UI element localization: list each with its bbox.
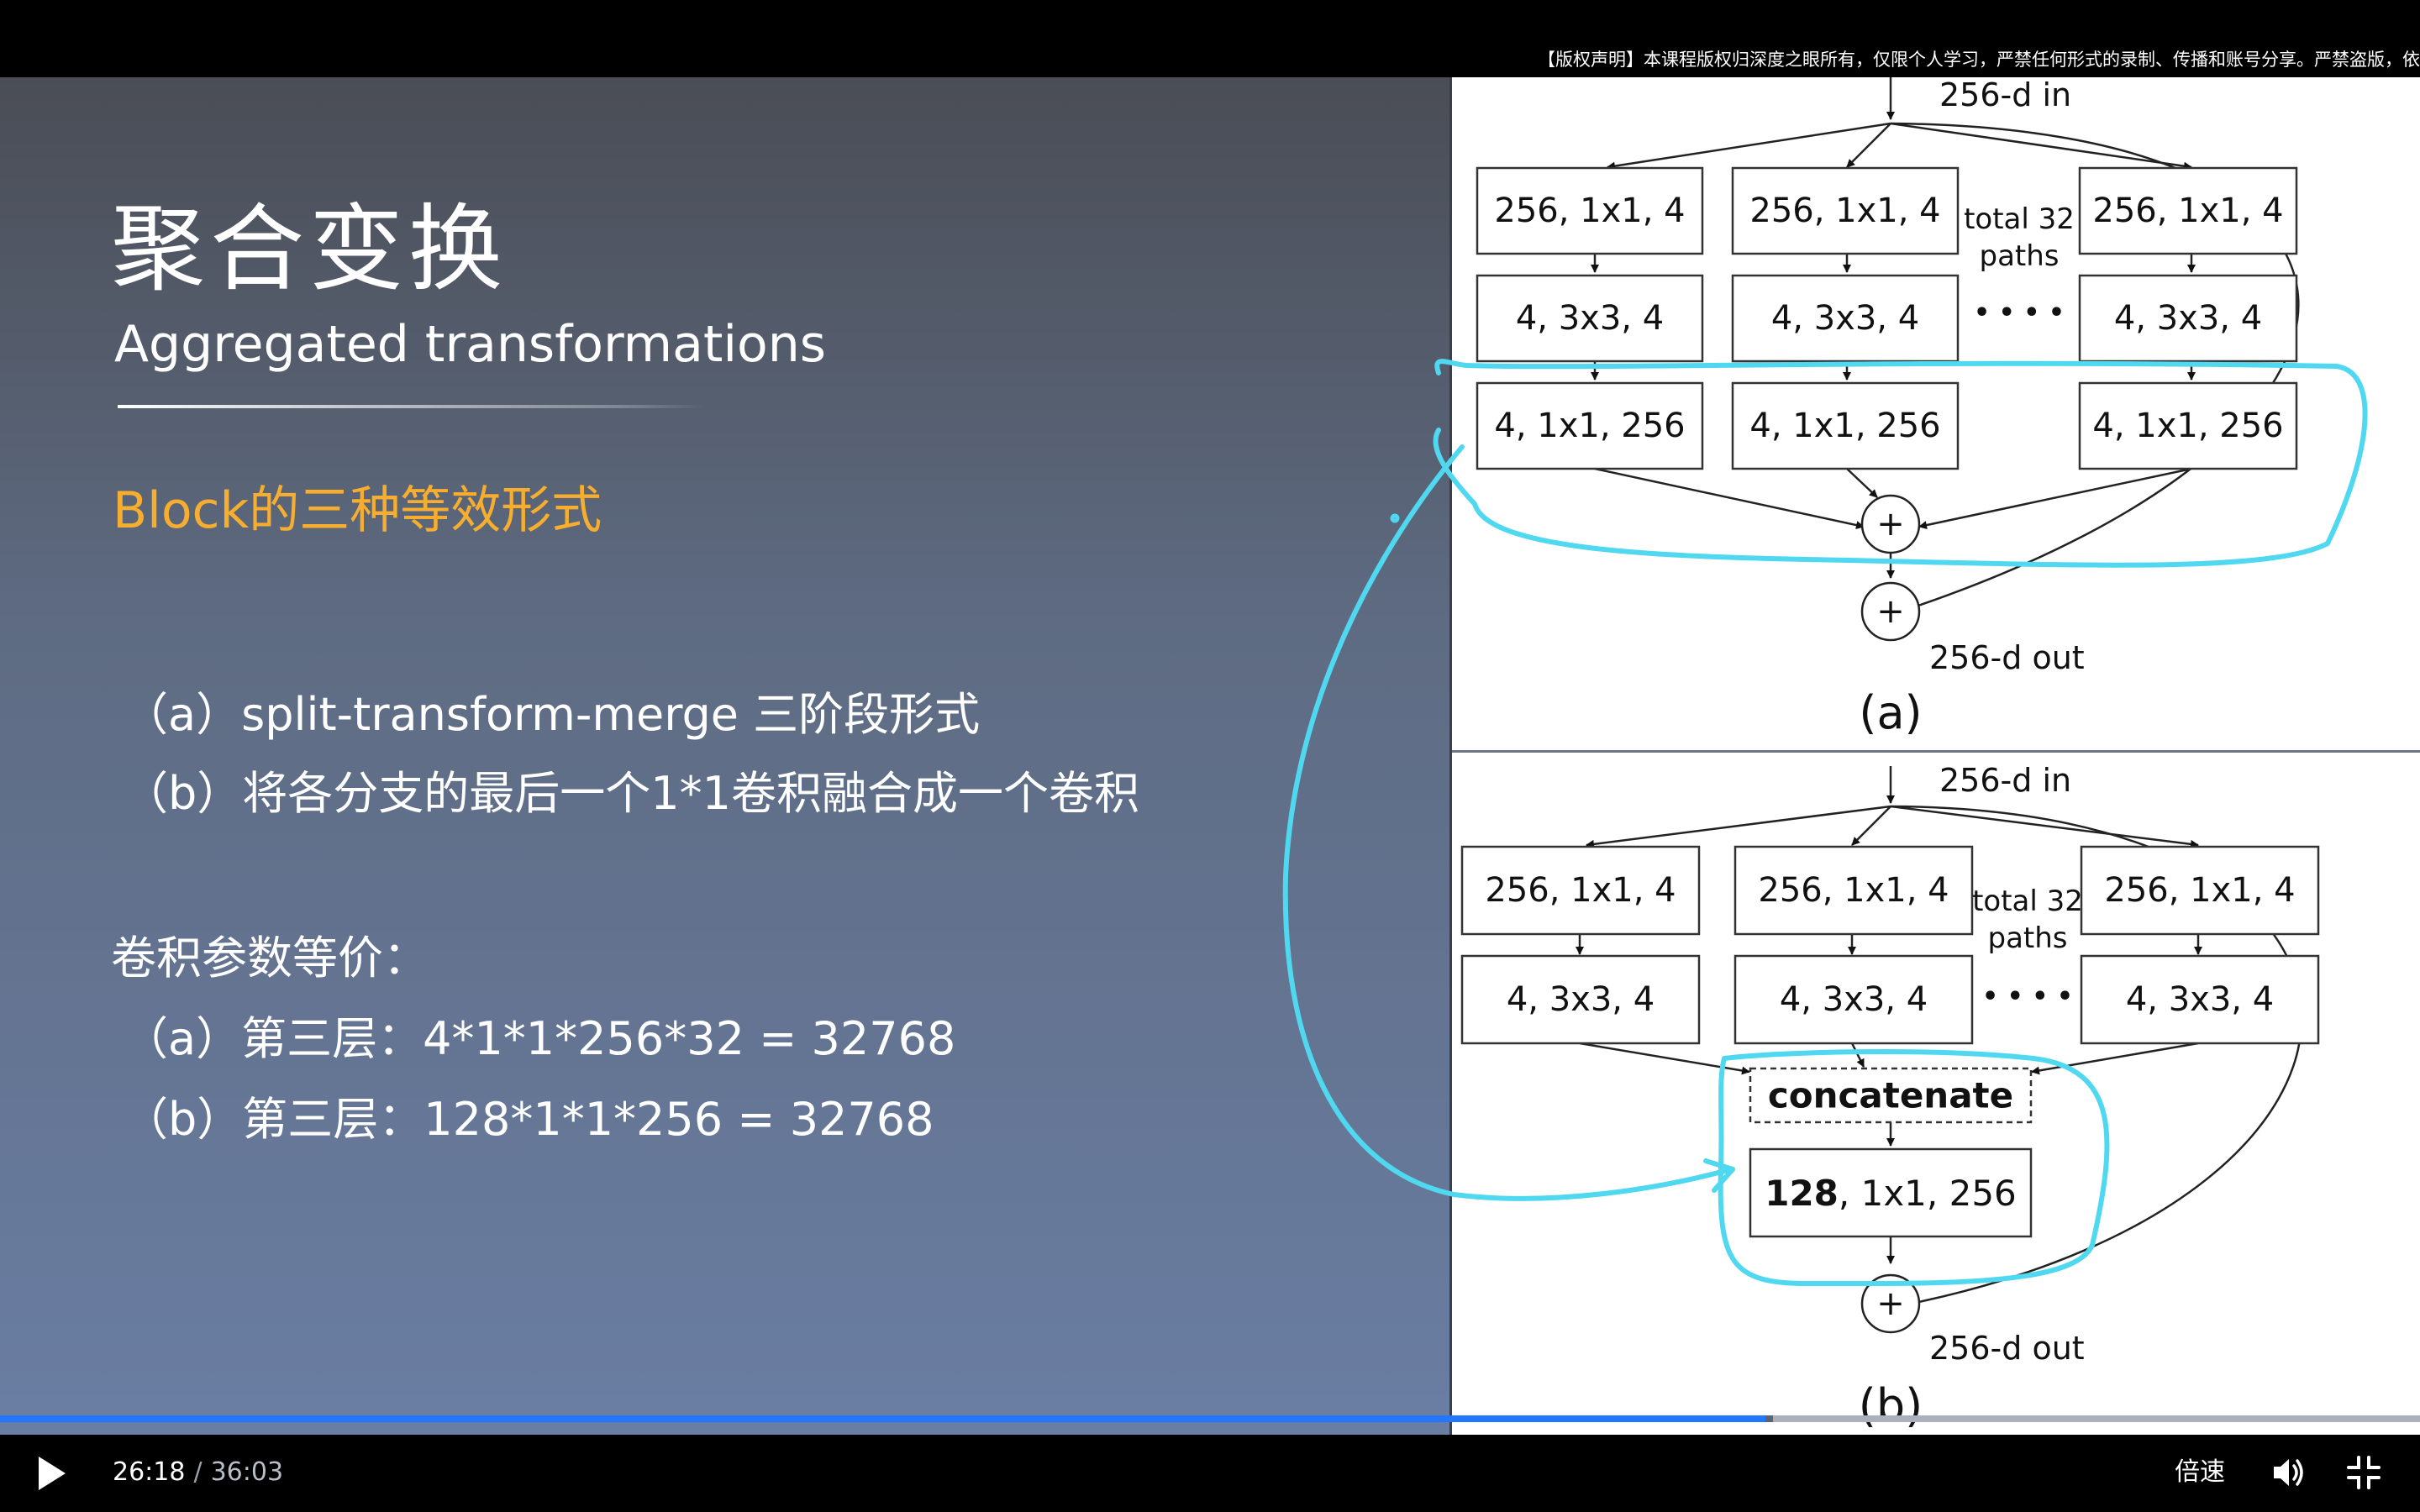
param-a: （a）第三层：4*1*1*256*32 = 32768 xyxy=(123,1012,956,1065)
svg-text:128, 1x1, 256: 128, 1x1, 256 xyxy=(1765,1173,2017,1214)
a-sum-node-1: + xyxy=(1860,494,1921,554)
svg-text:4, 3x3, 4: 4, 3x3, 4 xyxy=(1507,980,1655,1019)
player-controls: 26:18/36:03 倍速 xyxy=(0,1435,2420,1512)
a-dots: • • • • xyxy=(1974,298,2065,328)
svg-text:concatenate: concatenate xyxy=(1768,1075,2013,1116)
svg-text:4, 3x3, 4: 4, 3x3, 4 xyxy=(2114,299,2262,338)
b-box-l1-right: 256, 1x1, 4 xyxy=(2080,845,2320,936)
svg-text:4, 3x3, 4: 4, 3x3, 4 xyxy=(1771,299,1919,338)
svg-text:4, 3x3, 4: 4, 3x3, 4 xyxy=(1516,299,1664,338)
svg-text:+: + xyxy=(1876,592,1905,631)
title-divider xyxy=(118,405,706,408)
play-icon[interactable] xyxy=(35,1455,69,1492)
svg-text:4, 3x3, 4: 4, 3x3, 4 xyxy=(2126,980,2274,1019)
video-frame[interactable]: 聚合变换 Aggregated transformations Block的三种… xyxy=(0,77,2420,1435)
a-sum-node-2: + xyxy=(1860,581,1921,642)
a-box-l3-mid: 4, 1x1, 256 xyxy=(1731,381,1960,470)
svg-text:+: + xyxy=(1876,1284,1905,1323)
slide-subtitle: Block的三种等效形式 xyxy=(113,481,602,540)
b-caption: (b) xyxy=(1859,1379,1923,1432)
b-dots: • • • • xyxy=(1982,982,2073,1011)
svg-text:4, 1x1, 256: 4, 1x1, 256 xyxy=(1749,407,1940,445)
a-box-l3-right: 4, 1x1, 256 xyxy=(2078,381,2298,470)
a-box-l1-right: 256, 1x1, 4 xyxy=(2078,166,2298,255)
speed-button[interactable]: 倍速 xyxy=(2175,1457,2225,1487)
resnext-figure: 256-d in 256, 1x1, 4 256, 1x1, 4 256, 1x… xyxy=(1449,77,2420,1435)
b-box-l2-mid: 4, 3x3, 4 xyxy=(1733,954,1974,1045)
b-box-l2-right: 4, 3x3, 4 xyxy=(2080,954,2320,1045)
a-out-label: 256-d out xyxy=(1929,639,2085,676)
slide-title-cn: 聚合变换 xyxy=(111,195,508,304)
b-concat-box: concatenate xyxy=(1749,1067,2033,1124)
top-bar: 【版权声明】本课程版权归深度之眼所有，仅限个人学习，严禁任何形式的录制、传播和账… xyxy=(0,0,2420,77)
b-sum-node: + xyxy=(1860,1273,1921,1334)
a-box-l1-mid: 256, 1x1, 4 xyxy=(1731,166,1960,255)
figure-separator xyxy=(1452,750,2420,753)
b-merged-conv-box: 128, 1x1, 256 xyxy=(1749,1147,2033,1238)
progress-buffer xyxy=(1773,1415,2420,1422)
time-separator: / xyxy=(193,1457,203,1487)
svg-text:256, 1x1, 4: 256, 1x1, 4 xyxy=(1758,871,1949,910)
a-box-l2-mid: 4, 3x3, 4 xyxy=(1731,274,1960,363)
svg-text:256, 1x1, 4: 256, 1x1, 4 xyxy=(2104,871,2295,910)
params-heading: 卷积参数等价： xyxy=(111,932,429,984)
svg-text:256, 1x1, 4: 256, 1x1, 4 xyxy=(2092,192,2283,230)
b-box-l1-mid: 256, 1x1, 4 xyxy=(1733,845,1974,936)
svg-text:256, 1x1, 4: 256, 1x1, 4 xyxy=(1749,192,1940,230)
a-in-label: 256-d in xyxy=(1939,77,2071,113)
svg-text:4, 3x3, 4: 4, 3x3, 4 xyxy=(1780,980,1928,1019)
b-paths-label: paths xyxy=(1987,921,2067,955)
volume-icon[interactable] xyxy=(2269,1453,2307,1492)
resnext-diagram: 256-d in 256, 1x1, 4 256, 1x1, 4 256, 1x… xyxy=(1460,77,2320,1432)
slide-title-en: Aggregated transformations xyxy=(114,315,827,374)
b-out-label: 256-d out xyxy=(1929,1330,2085,1367)
a-box-l2-right: 4, 3x3, 4 xyxy=(2078,274,2298,363)
current-time: 26:18 xyxy=(113,1457,186,1487)
svg-text:256, 1x1, 4: 256, 1x1, 4 xyxy=(1485,871,1676,910)
a-paths-label: paths xyxy=(1979,239,2059,273)
bullet-b: （b）将各分支的最后一个1*1卷积融合成一个卷积 xyxy=(123,767,1139,820)
a-box-l1-left: 256, 1x1, 4 xyxy=(1476,166,1704,255)
a-box-l3-left: 4, 1x1, 256 xyxy=(1476,381,1704,470)
a-total-label: total 32 xyxy=(1964,202,2075,236)
param-b: （b）第三层：128*1*1*256 = 32768 xyxy=(123,1093,934,1146)
duration: 36:03 xyxy=(210,1457,284,1487)
b-box-l2-left: 4, 3x3, 4 xyxy=(1460,954,1701,1045)
a-box-l2-left: 4, 3x3, 4 xyxy=(1476,274,1704,363)
a-caption: (a) xyxy=(1859,686,1922,739)
svg-text:4, 1x1, 256: 4, 1x1, 256 xyxy=(1494,407,1685,445)
svg-text:256, 1x1, 4: 256, 1x1, 4 xyxy=(1494,192,1685,230)
b-in-label: 256-d in xyxy=(1939,762,2071,799)
svg-text:4, 1x1, 256: 4, 1x1, 256 xyxy=(2092,407,2283,445)
svg-text:+: + xyxy=(1876,505,1905,543)
time-display: 26:18/36:03 xyxy=(113,1453,283,1492)
b-box-l1-left: 256, 1x1, 4 xyxy=(1460,845,1701,936)
bullet-a: （a）split-transform-merge 三阶段形式 xyxy=(123,688,981,741)
exit-fullscreen-icon[interactable] xyxy=(2344,1453,2383,1492)
progress-fill[interactable] xyxy=(0,1415,1766,1422)
b-total-label: total 32 xyxy=(1972,885,2083,918)
copyright-notice: 【版权声明】本课程版权归深度之眼所有，仅限个人学习，严禁任何形式的录制、传播和账… xyxy=(1538,50,2420,70)
